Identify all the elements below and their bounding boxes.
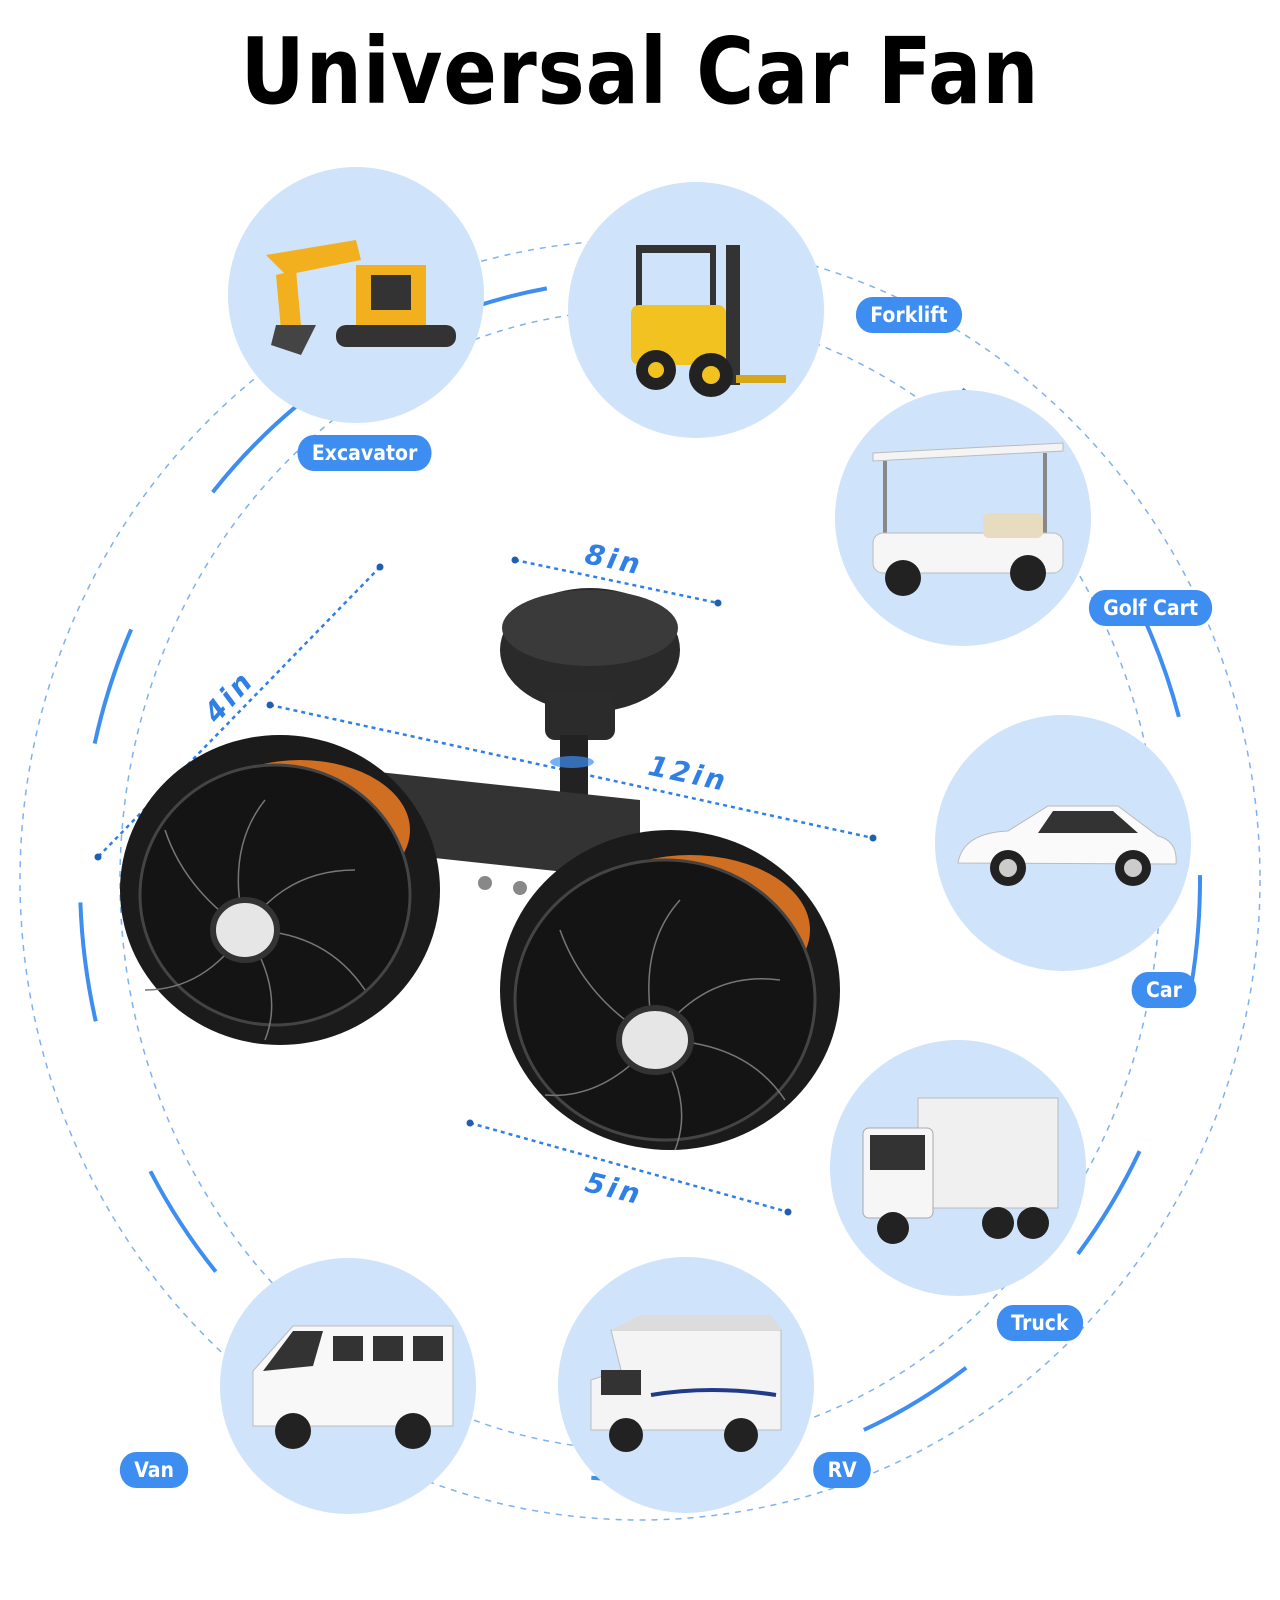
forklift-image bbox=[568, 182, 824, 438]
label-excavator: Excavator bbox=[297, 435, 432, 471]
dual-fan-product bbox=[120, 588, 840, 1151]
truck-image bbox=[830, 1040, 1086, 1296]
excavator-icon bbox=[266, 240, 456, 355]
golf-cart-image bbox=[835, 390, 1091, 646]
label-car: Car bbox=[1131, 972, 1197, 1008]
van-icon bbox=[252, 1325, 454, 1449]
label-forklift: Forklift bbox=[855, 297, 962, 333]
forklift-icon bbox=[631, 245, 786, 397]
car-image bbox=[935, 715, 1191, 971]
van-image bbox=[220, 1258, 476, 1514]
car-icon bbox=[957, 805, 1177, 886]
label-rv: RV bbox=[813, 1452, 872, 1488]
label-golf-cart: Golf Cart bbox=[1088, 590, 1213, 626]
label-van: Van bbox=[119, 1452, 189, 1488]
truck-icon bbox=[862, 1097, 1059, 1244]
excavator-image bbox=[228, 167, 484, 423]
golf-cart-icon bbox=[872, 442, 1064, 596]
label-truck: Truck bbox=[996, 1305, 1083, 1341]
rv-image bbox=[558, 1257, 814, 1513]
rv-icon bbox=[590, 1315, 782, 1452]
page-title: Universal Car Fan bbox=[240, 18, 1040, 125]
